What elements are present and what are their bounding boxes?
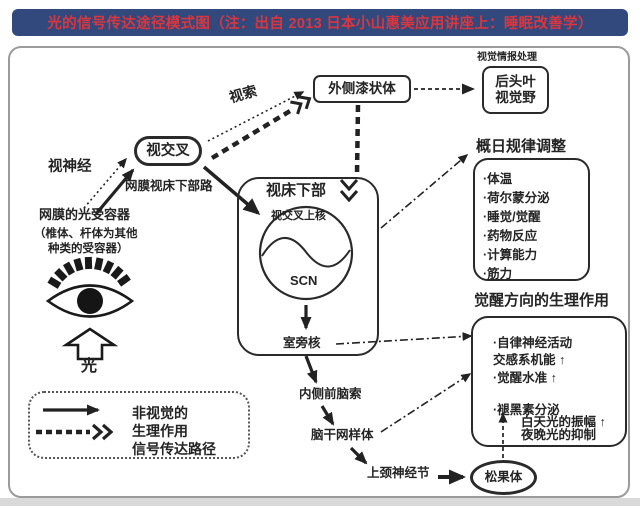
light-arrow-icon [61, 327, 119, 361]
circadian-item: ·睡觉/觉醒 [483, 210, 541, 224]
circadian-item: ·荷尔蒙分泌 [483, 191, 550, 205]
arrow-brainstem-to-scg [349, 446, 368, 465]
circadian-heading: 概日规律调整 [476, 138, 567, 155]
label-superior-cervical-ganglion: 上颈神经节 [367, 466, 430, 480]
double-chevron-down-icon [339, 179, 359, 203]
label-brainstem-reticular: 脑干网样体 [311, 428, 374, 442]
double-chevron-icon [290, 95, 312, 115]
legend-line: 生理作用 [132, 423, 188, 439]
label-paraventricular: 室旁核 [283, 336, 321, 350]
eye-lashes [47, 256, 131, 289]
legend-box: 非视觉的 生理作用 信号传达路径 [28, 391, 250, 459]
label-optic-nerve: 视神经 [48, 159, 92, 175]
label-retinohypothalamic-tract: 网膜视床下部路 [125, 179, 213, 193]
arrow-brainstem-to-awakening [380, 373, 472, 433]
label-scn-full: 视交叉上核 [271, 210, 326, 222]
circadian-box: ·体温 ·荷尔蒙分泌 ·睡觉/觉醒 ·药物反应 ·计算能力 ·筋力 [473, 158, 590, 281]
title-bar: 光的信号传达途径模式图（注：出自 2013 日本小山惠美应用讲座上：睡眠改善学） [12, 9, 628, 36]
awakening-heading: 觉醒方向的生理作用 [474, 292, 610, 309]
label-pineal: 松果体 [484, 470, 523, 485]
node-pineal: 松果体 [470, 460, 537, 495]
arrow-optic-tract-dashed [210, 109, 292, 160]
awakening-item: ·觉醒水准 ↑ [493, 371, 557, 385]
label-optic-chiasm: 视交叉 [146, 142, 190, 159]
node-optic-chiasm: 视交叉 [134, 136, 202, 166]
arrow-lgn-to-hypothalamus [354, 104, 361, 175]
node-hypothalamus [237, 177, 379, 356]
circadian-item: ·体温 [483, 172, 513, 186]
node-occipital-visual-area: 后头叶 视觉野 [482, 66, 549, 114]
node-lateral-geniculate: 外侧漆状体 [313, 75, 411, 103]
bottom-strip [0, 498, 640, 506]
arrow-retina-to-chiasm-solid [94, 168, 135, 216]
arrow-hypothalamus-to-circadian [380, 154, 469, 229]
arrow-pvn-to-mfb [304, 355, 318, 384]
scn-wave-icon [261, 236, 351, 268]
label-retina-receptor: 网膜的光受容器 [39, 207, 131, 222]
awakening-box: ·自律神经活动 交感系机能 ↑ ·觉醒水准 ↑ ·褪黑素分泌 白天光的振幅 ↑ … [471, 316, 627, 447]
awakening-item: ·褪黑素分泌 [493, 403, 560, 417]
legend-line: 非视觉的 [132, 405, 188, 421]
page-title: 光的信号传达途径模式图（注：出自 2013 日本小山惠美应用讲座上：睡眠改善学） [47, 16, 593, 32]
circadian-item: ·药物反应 [483, 229, 538, 243]
eye-icon [45, 256, 135, 318]
label-retina-note-1: （椎体、杆体为其他 [34, 228, 138, 240]
label-visual-info-processing: 视觉情报处理 [477, 52, 537, 63]
awakening-item: ·自律神经活动 [493, 336, 573, 350]
label-medial-forebrain: 内侧前脑索 [299, 387, 362, 401]
arrow-retina-to-chiasm-dotted [83, 157, 127, 209]
label-occipital-line1: 后头叶 [495, 74, 536, 90]
circadian-item: ·计算能力 [483, 248, 538, 262]
awakening-item: 白天光的振幅 ↑ [521, 415, 606, 429]
awakening-item: 夜晚光的抑制 [521, 428, 597, 442]
legend-double-chevron-icon [91, 423, 114, 441]
eye-pupil [77, 288, 103, 314]
arrow-mfb-to-brainstem [320, 405, 335, 426]
awakening-item: 交感系机能 ↑ [493, 353, 566, 367]
label-occipital-line2: 视觉野 [495, 90, 536, 105]
circadian-item: ·筋力 [483, 267, 513, 281]
arrow-chiasm-to-scn [202, 165, 261, 215]
legend-line: 信号传达路径 [132, 441, 216, 457]
label-lateral-geniculate: 外侧漆状体 [328, 81, 396, 97]
label-light: 光 [81, 358, 98, 375]
label-retina-note-2: 种类的受容器） [48, 243, 129, 255]
label-scn-abbr: SCN [290, 273, 318, 288]
label-hypothalamus: 视床下部 [266, 182, 327, 199]
